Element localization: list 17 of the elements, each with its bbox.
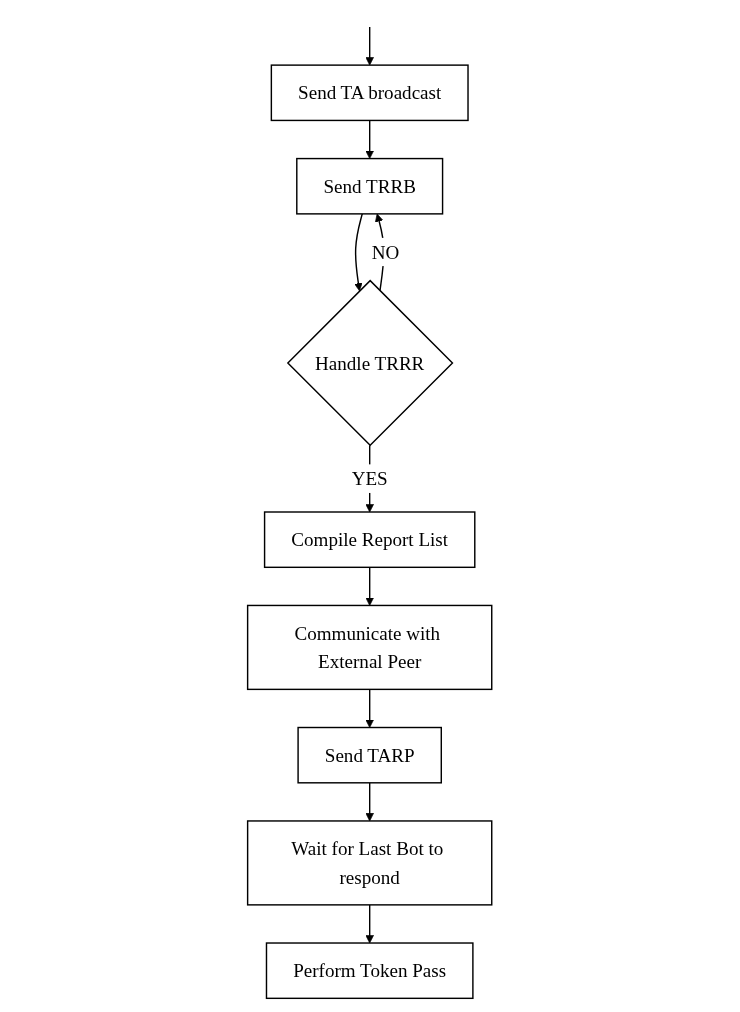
arrow [365,782,375,822]
edge-label: YES [351,468,389,490]
node-box: Compile Report List [264,511,476,569]
node-box: Communicate with External Peer [247,604,493,691]
node-box: Wait for Last Bot to respond [247,820,493,906]
node-box: Send TRRB [296,157,444,215]
arrow [365,119,375,159]
node-box: Send TA broadcast [270,64,470,122]
edge-label: NO [371,241,400,263]
node-box: Send TARP [297,726,443,784]
arrow [354,213,364,292]
arrow [365,904,375,944]
node-box: Perform Token Pass [266,942,474,1000]
arrow [365,688,375,728]
arrow [365,26,375,66]
node-diamond: Handle TRRR [287,279,454,447]
arrow [365,566,375,606]
